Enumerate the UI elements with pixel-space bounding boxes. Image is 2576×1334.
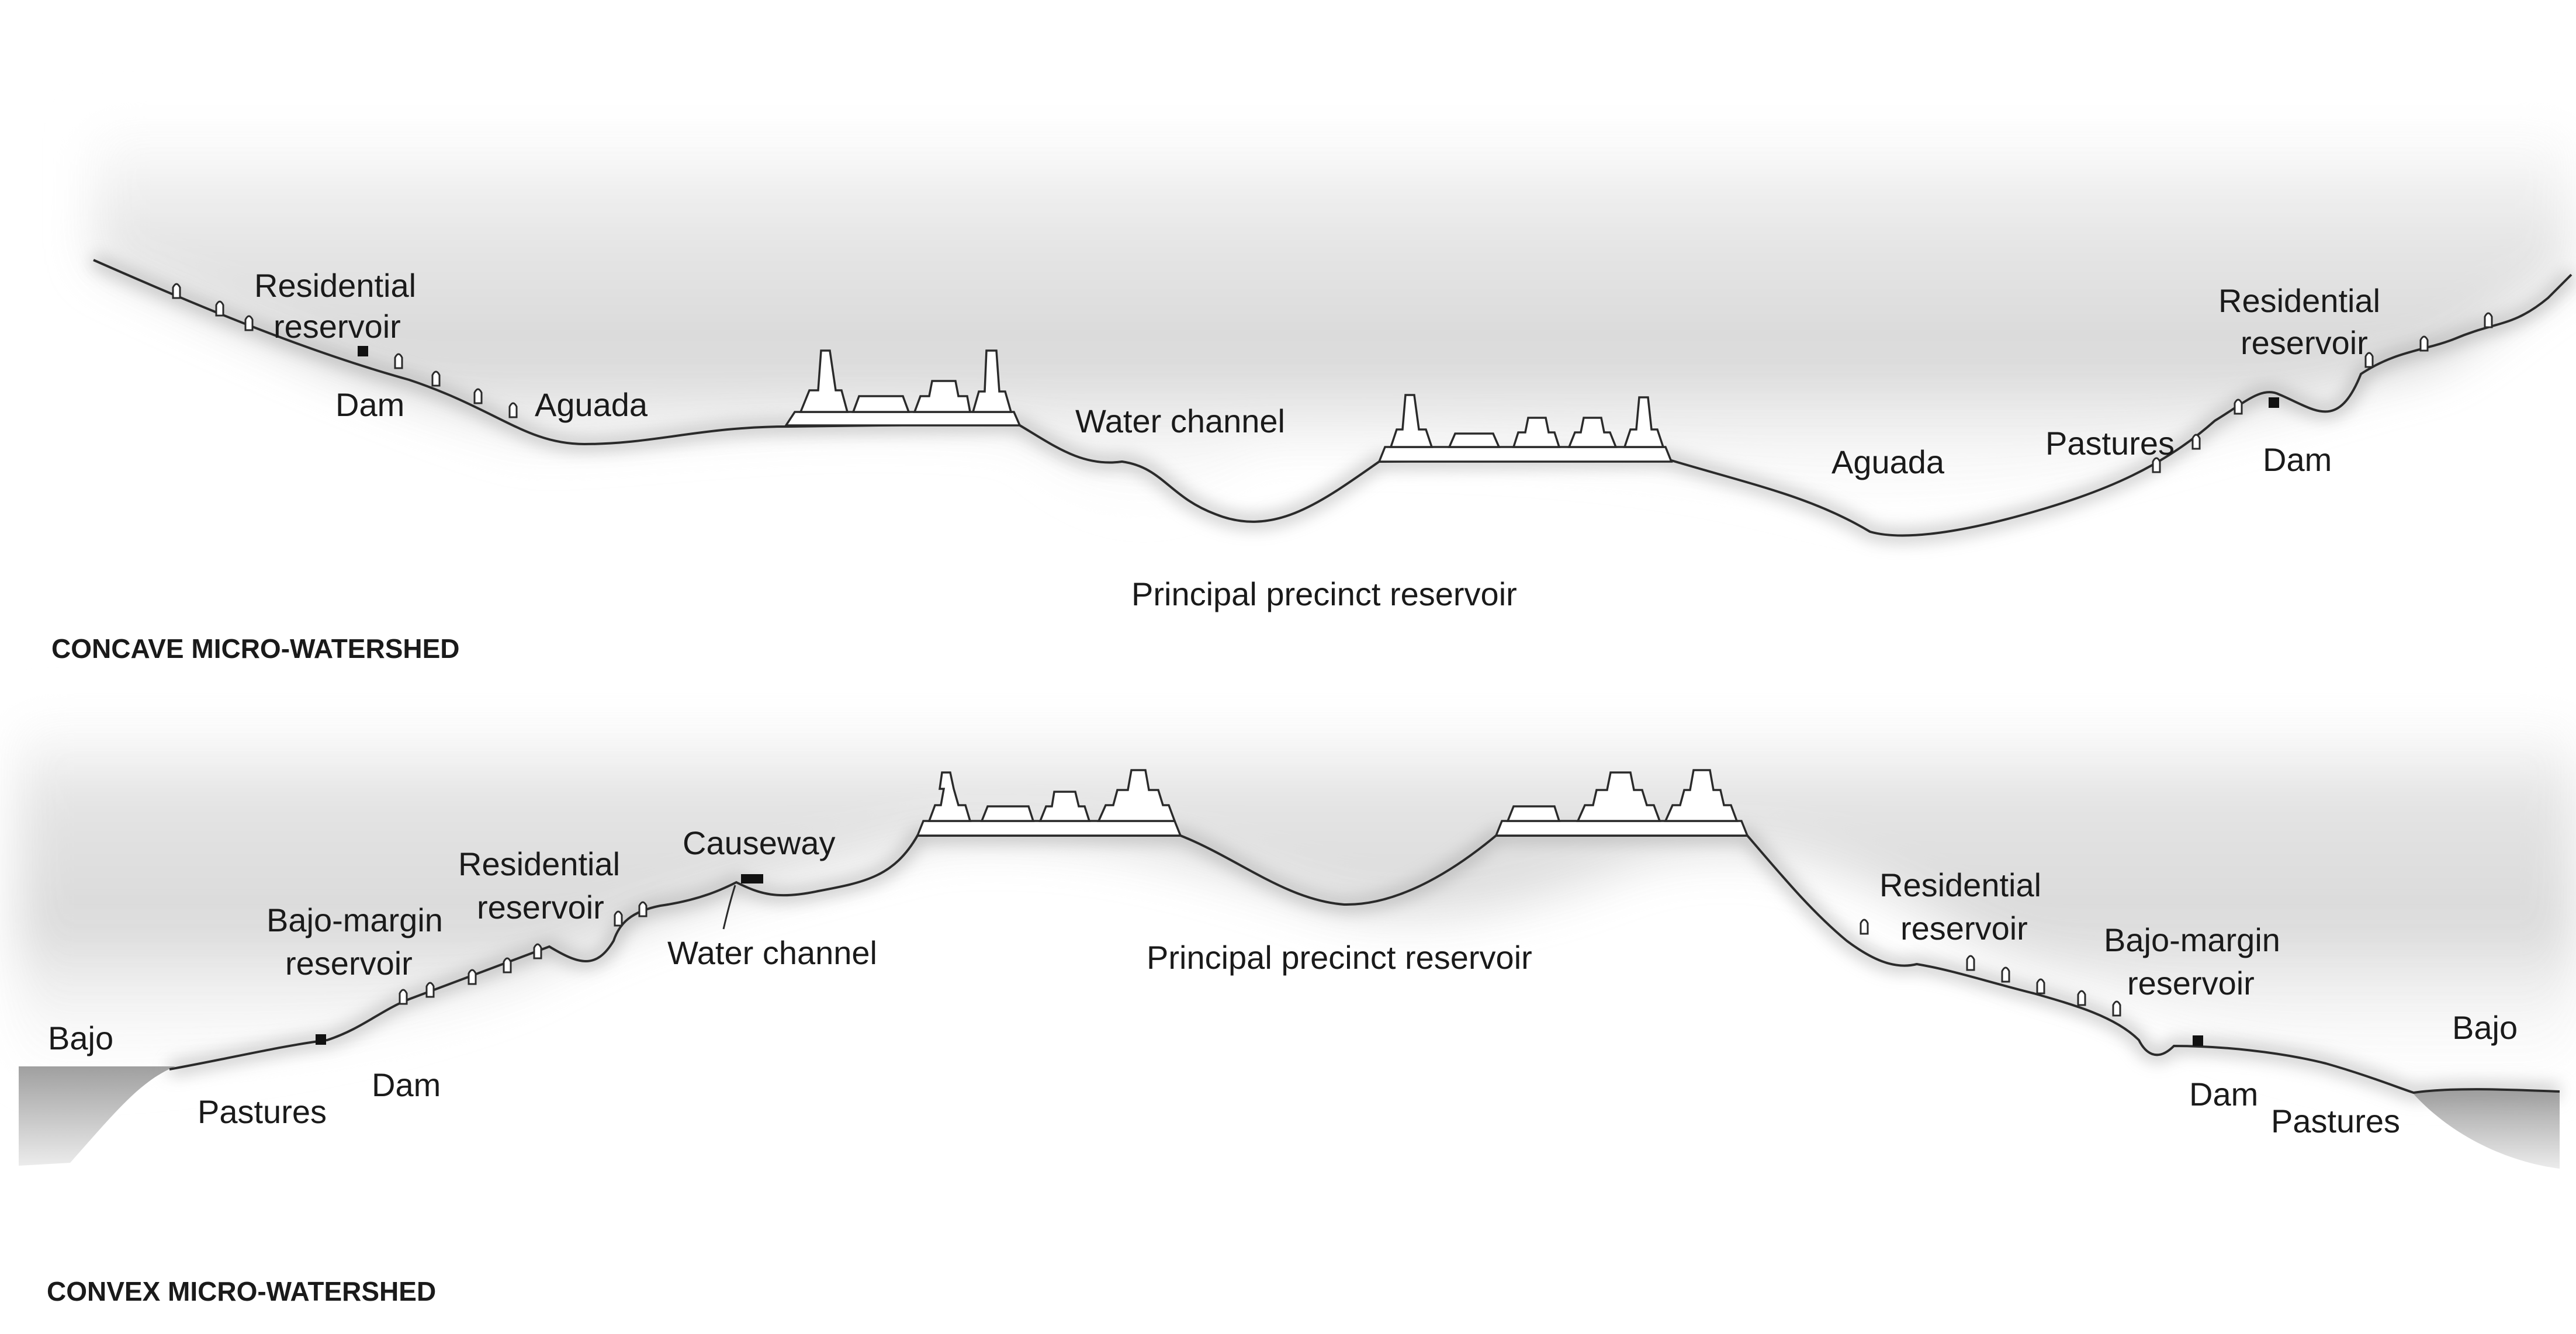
concave-label-aguada-left: Aguada xyxy=(535,386,648,423)
convex-houses-right xyxy=(1860,919,2121,1017)
convex-label-bajo-right: Bajo xyxy=(2452,1009,2518,1046)
convex-bajo-right xyxy=(2412,1089,2560,1169)
concave-precinct-platform-left xyxy=(784,349,1022,427)
convex-bajo-left xyxy=(19,1066,175,1166)
convex-label-water-channel: Water channel xyxy=(667,934,877,971)
convex-label-bajo-left: Bajo xyxy=(48,1020,113,1056)
convex-label-causeway: Causeway xyxy=(683,824,835,861)
concave-label-principal-reservoir: Principal precinct reservoir xyxy=(1131,576,1517,612)
concave-label-residential-reservoir-left-2: reservoir xyxy=(273,308,401,345)
concave-dam-right-marker xyxy=(2269,397,2279,408)
convex-precinct-platform-right xyxy=(1494,769,1749,837)
convex-section: Bajo Pastures Dam Bajo-margin reservoir … xyxy=(18,719,2576,1307)
concave-label-water-channel: Water channel xyxy=(1075,403,1285,439)
concave-houses-left xyxy=(172,283,518,418)
concave-label-residential-reservoir-left-1: Residential xyxy=(254,267,416,304)
concave-label-dam-left: Dam xyxy=(335,386,404,423)
concave-label-residential-reservoir-right-1: Residential xyxy=(2218,282,2380,319)
concave-dam-left-marker xyxy=(358,346,368,356)
convex-section-title: CONVEX MICRO-WATERSHED xyxy=(47,1276,436,1307)
convex-label-bajo-margin-right-2: reservoir xyxy=(2127,965,2255,1002)
convex-dam-left-marker xyxy=(316,1034,326,1045)
convex-label-residential-reservoir-left-1: Residential xyxy=(458,846,620,882)
convex-houses-left xyxy=(399,901,648,1005)
convex-label-residential-reservoir-right-2: reservoir xyxy=(1900,910,2028,947)
convex-sky-shading xyxy=(18,719,2576,1099)
concave-label-dam-right: Dam xyxy=(2263,441,2332,478)
convex-ground-line xyxy=(169,834,2560,1094)
convex-label-residential-reservoir-left-2: reservoir xyxy=(477,889,604,926)
convex-label-bajo-margin-left-1: Bajo-margin xyxy=(266,902,443,938)
concave-houses-right xyxy=(2152,312,2493,473)
convex-causeway-marker xyxy=(741,874,763,883)
convex-label-dam-right: Dam xyxy=(2189,1076,2258,1113)
concave-precinct-platform-right xyxy=(1377,394,1673,463)
concave-section: Residential reservoir Dam Aguada Water c… xyxy=(51,123,2576,664)
convex-label-bajo-margin-left-2: reservoir xyxy=(285,945,413,982)
concave-section-title: CONCAVE MICRO-WATERSHED xyxy=(51,633,460,664)
convex-dam-right-marker xyxy=(2193,1035,2203,1046)
concave-sky-shading xyxy=(94,123,2571,526)
convex-label-principal-reservoir: Principal precinct reservoir xyxy=(1147,939,1532,976)
convex-water-channel-line xyxy=(722,885,736,930)
convex-precinct-platform-left xyxy=(916,769,1182,837)
concave-label-residential-reservoir-right-2: reservoir xyxy=(2241,324,2368,361)
convex-label-bajo-margin-right-1: Bajo-margin xyxy=(2104,921,2280,958)
convex-label-dam-left: Dam xyxy=(372,1066,441,1103)
concave-label-aguada-right: Aguada xyxy=(1831,443,1945,480)
concave-label-pastures-right: Pastures xyxy=(2045,425,2175,462)
convex-label-pastures-left: Pastures xyxy=(198,1093,327,1130)
convex-label-residential-reservoir-right-1: Residential xyxy=(1879,867,2041,903)
convex-label-pastures-right: Pastures xyxy=(2271,1103,2400,1139)
